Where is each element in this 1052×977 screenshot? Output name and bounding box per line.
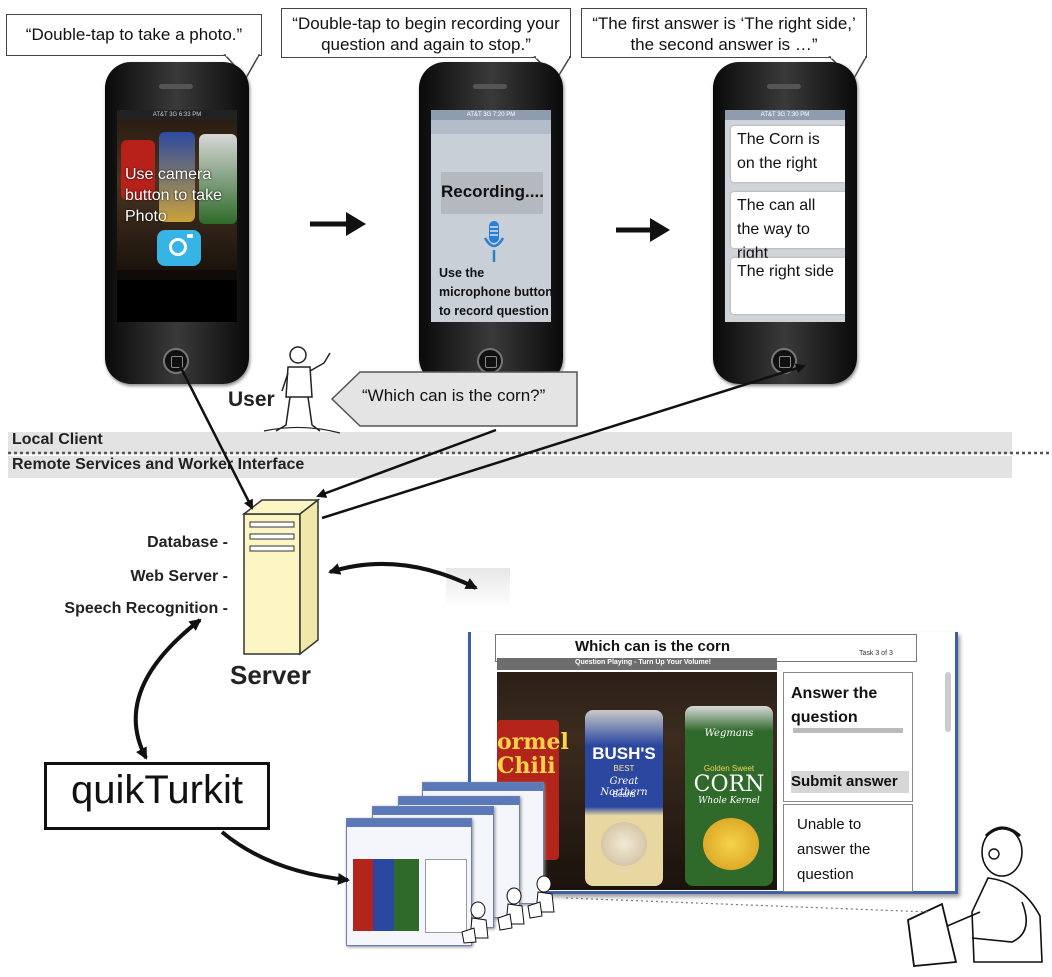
can-chili-label: ormel Chili — [497, 729, 569, 779]
question-photo: ormel Chili BUSH'S BEST Great Northern B… — [497, 672, 777, 890]
corn-sub: Whole Kernel — [698, 796, 760, 806]
answer-card-2[interactable]: The can all the way to right — [731, 192, 845, 262]
camera-icon[interactable] — [157, 230, 201, 266]
submit-answer-button[interactable]: Submit answer — [791, 771, 909, 793]
can-red — [121, 140, 155, 200]
arrow-server-worker-interface — [328, 561, 478, 590]
volume-subheader — [497, 658, 777, 670]
bubble-take-photo: “Double-tap to take a photo.” — [6, 14, 262, 56]
speech-recognition-label: Speech Recognition - — [64, 600, 228, 617]
mini-answer-panel — [425, 859, 467, 933]
corn-name: CORN — [693, 772, 765, 797]
bubble-answer: “The first answer is ‘The right side,’ t… — [581, 8, 867, 58]
local-client-label: Local Client — [12, 431, 103, 448]
phone-flow-arrows — [310, 212, 670, 242]
can-corn — [199, 134, 237, 224]
phone1-screen: AT&T 3G 6:33 PM Use camera button to tak… — [117, 110, 237, 322]
earpiece — [767, 84, 801, 89]
quikturkit-label: quikTurkit — [71, 768, 243, 812]
arrow-quikturkit-to-workers — [220, 830, 350, 885]
bushs-name: Great Northern — [600, 776, 648, 798]
earpiece — [473, 84, 507, 89]
user-figure — [263, 346, 341, 434]
answer-heading: Answer the question — [791, 685, 878, 726]
microphone-instruction: Use the microphone button to record ques… — [439, 266, 551, 318]
status-bar: AT&T 3G 6:33 PM — [117, 110, 237, 120]
user-label: User — [228, 388, 275, 411]
arrow-server-to-answer-phone — [321, 363, 806, 520]
server-label: Server — [230, 660, 311, 690]
arrow-server-quikturkit — [133, 618, 202, 760]
window-scrollbar[interactable] — [945, 672, 951, 732]
arrow-phone-to-server — [178, 365, 254, 510]
bushs-best: BEST — [613, 764, 635, 773]
server-tower — [241, 498, 321, 656]
beans-bowl — [601, 822, 647, 866]
remote-services-band — [8, 456, 1012, 478]
worker-figure-large — [907, 826, 1043, 967]
worker-figures-small — [461, 875, 555, 944]
question-bubble: “Which can is the corn?” — [362, 386, 546, 405]
task-counter: Task 3 of 3 — [859, 650, 893, 657]
answer-card-1[interactable]: The Corn is on the right — [731, 126, 845, 182]
recording-box — [441, 172, 543, 214]
bushs-beans: Beans — [612, 790, 636, 799]
home-button — [477, 348, 503, 374]
database-label: Database - — [147, 534, 228, 551]
camera-instruction: Use camera button to take Photo — [125, 166, 222, 225]
camera-toolbar — [117, 280, 237, 322]
phone-recording: AT&T 3G 7:20 PM Recording.... Use the mi… — [419, 62, 563, 384]
local-client-band — [8, 432, 1012, 454]
phone-camera: AT&T 3G 6:33 PM Use camera button to tak… — [105, 62, 249, 384]
microphone-icon[interactable] — [483, 220, 505, 264]
recording-header — [431, 120, 551, 134]
unable-panel[interactable] — [783, 804, 913, 892]
answer-card-3[interactable]: The right side — [731, 258, 845, 314]
can-bushs — [159, 132, 195, 222]
mini-photo — [353, 859, 419, 931]
wegmans-brand: Wegmans — [704, 728, 754, 739]
corn-top: Golden Sweet — [703, 764, 755, 773]
quikturkit-box — [44, 762, 270, 830]
status-bar: AT&T 3G 7:20 PM — [431, 110, 551, 120]
earpiece — [159, 84, 193, 89]
phone2-screen: AT&T 3G 7:20 PM Recording.... Use the mi… — [431, 110, 551, 322]
corn-kernels — [703, 818, 759, 870]
arrow-question-to-server — [316, 428, 497, 498]
home-button — [163, 348, 189, 374]
worker-interface-window: Which can is the corn Task 3 of 3 Questi… — [468, 632, 958, 894]
phone-answers: AT&T 3G 7:30 PM The Corn is on the right… — [713, 62, 857, 384]
bushs-brand: BUSH'S — [592, 744, 656, 763]
phone3-screen: AT&T 3G 7:30 PM The Corn is on the right… — [725, 110, 845, 322]
web-server-label: Web Server - — [130, 568, 228, 585]
volume-subheader-text: Question Playing - Turn Up Your Volume! — [575, 659, 711, 666]
question-bubble-shape — [330, 371, 578, 427]
bubble-record: “Double-tap to begin recording your ques… — [281, 8, 571, 58]
worker-title: Which can is the corn — [575, 638, 731, 655]
unable-to-answer-button[interactable]: Unable to answer the question — [797, 816, 871, 883]
recording-label: Recording.... — [441, 182, 544, 201]
status-bar: AT&T 3G 7:30 PM — [725, 110, 845, 120]
answer-input[interactable] — [793, 728, 903, 773]
worker-window-mini-1 — [346, 818, 472, 946]
worker-dotted-connector — [565, 897, 931, 913]
